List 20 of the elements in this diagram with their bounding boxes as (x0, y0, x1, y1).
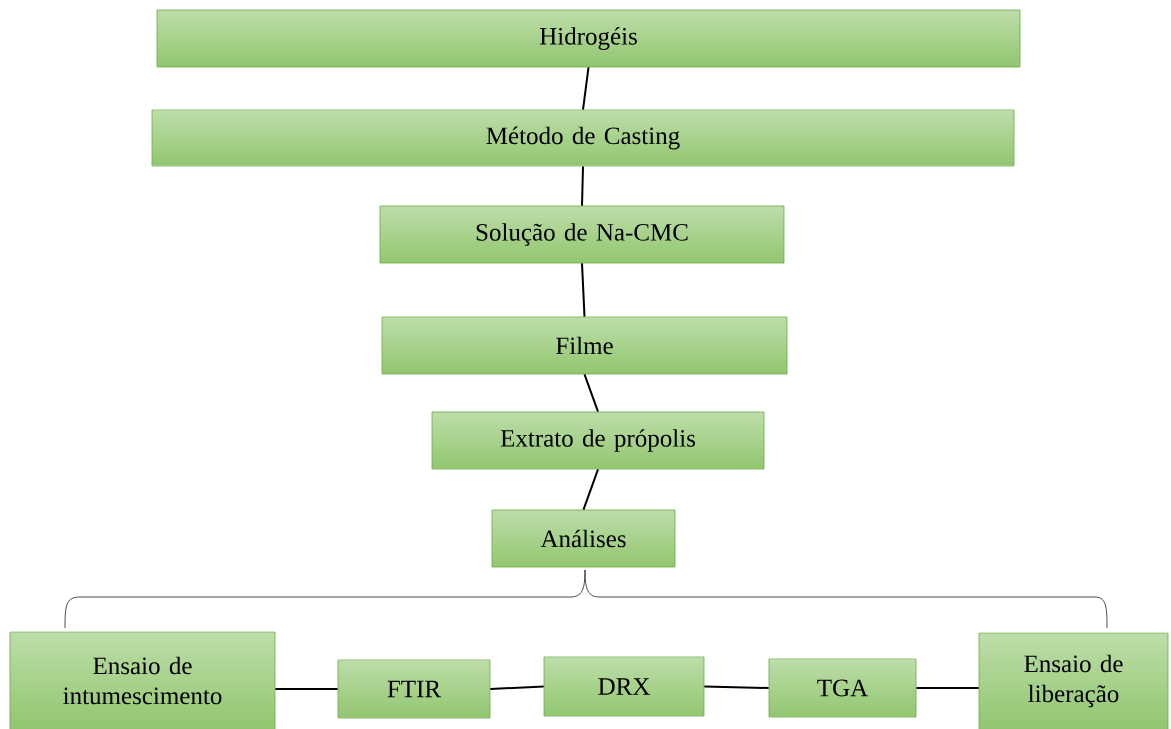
connector-line (274, 688, 339, 690)
process-box: Análises (491, 509, 676, 568)
connector-line (582, 468, 599, 511)
connector-line (581, 165, 584, 207)
process-box: Extrato de própolis (431, 411, 765, 470)
process-box: Ensaio de liberação (978, 632, 1169, 729)
connector-line (915, 687, 980, 689)
connector-line (583, 373, 599, 413)
process-box: Filme (381, 316, 788, 375)
process-box: Hidrogéis (156, 9, 1021, 68)
process-box: TGA (768, 658, 917, 718)
process-box: Solução de Na-CMC (379, 205, 785, 264)
connector-line (581, 262, 586, 318)
connector-line (703, 685, 770, 689)
process-box: FTIR (337, 659, 491, 719)
connector-line (582, 66, 590, 111)
process-box: DRX (543, 656, 705, 717)
process-box: Método de Casting (151, 109, 1015, 167)
connector-line (489, 685, 545, 690)
process-box: Ensaio de intumescimento (9, 631, 276, 729)
